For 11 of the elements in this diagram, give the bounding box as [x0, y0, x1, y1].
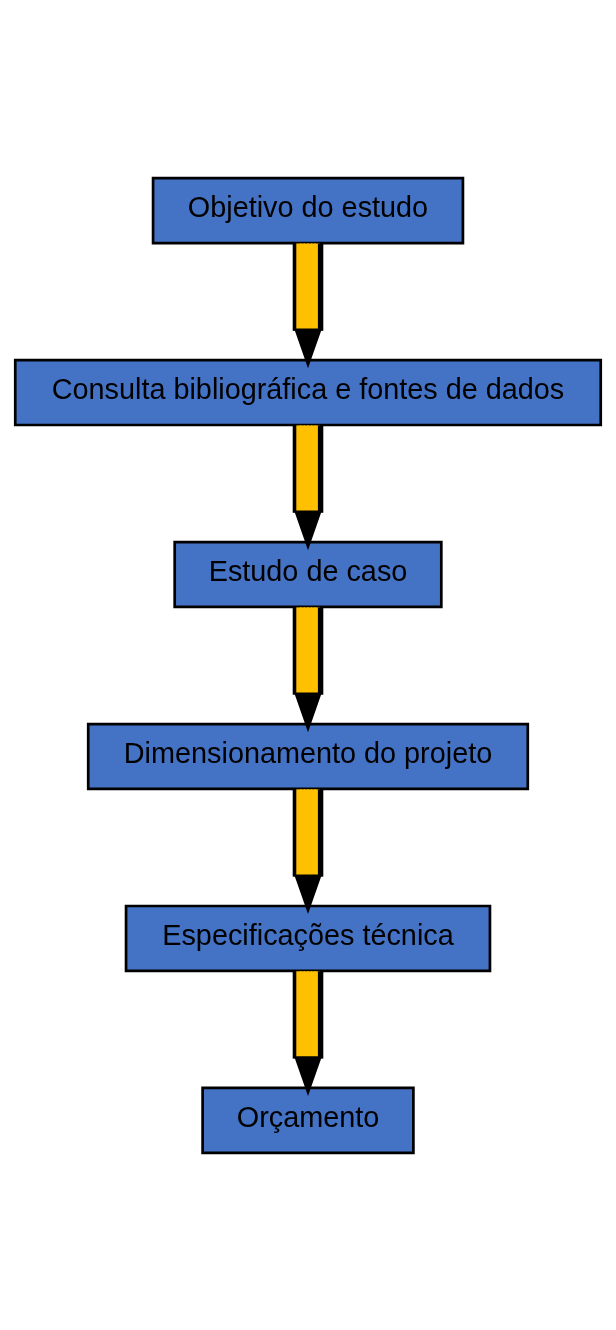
node-box: Orçamento: [201, 1086, 415, 1154]
node-box: Objetivo do estudo: [151, 176, 465, 244]
arrow: [292, 788, 324, 914]
arrow: [292, 243, 324, 368]
arrow: [292, 424, 324, 550]
node-box: Dimensionamento do projeto: [86, 722, 530, 790]
arrow: [292, 970, 324, 1096]
node-box: Estudo de caso: [173, 540, 443, 608]
arrow: [292, 606, 324, 732]
node-box: Consulta bibliográfica e fontes de dados: [13, 358, 603, 426]
node-box: Especificações técnica: [124, 904, 492, 972]
